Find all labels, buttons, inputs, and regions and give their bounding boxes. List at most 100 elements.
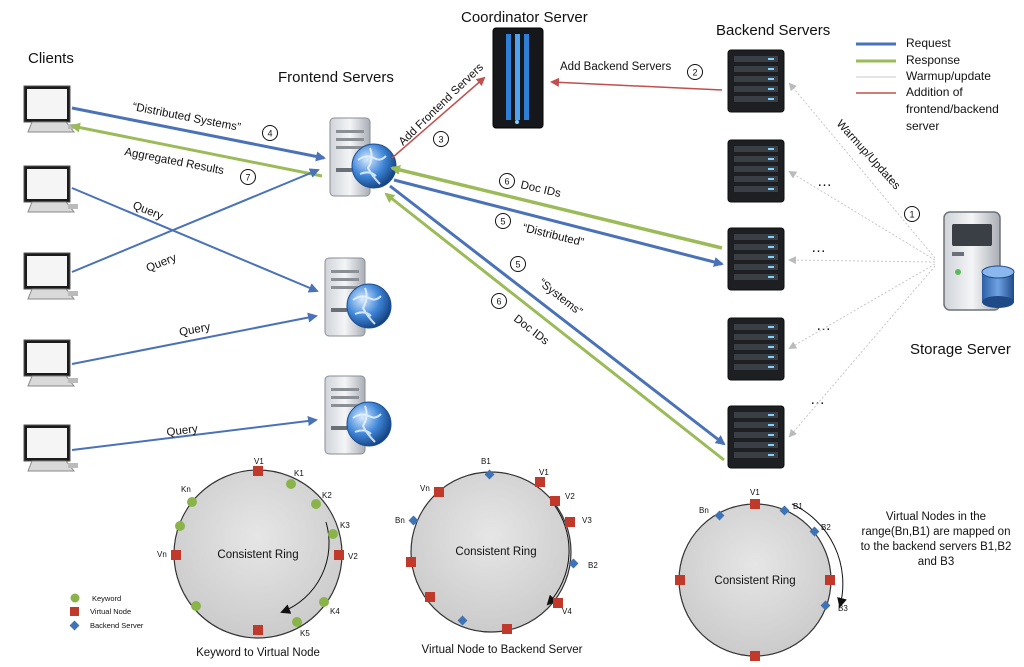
frontend-server-icon [329,117,397,197]
more-backends-dots: … [817,173,832,190]
doc-ids-label: Doc IDs [519,179,562,200]
ring-node-label: V1 [254,457,264,466]
backend-marker [408,515,419,526]
warmup-arrow [788,170,936,261]
client-computer-icon [23,252,79,300]
step-badge: 4 [262,125,278,141]
ring-label: Consistent Ring [714,575,795,587]
legend-request-label: Request [906,36,951,50]
ring-node-label: V4 [562,607,572,616]
keyword-key-icon [70,593,80,603]
request-arrow [393,178,724,267]
ring-node-label: V1 [539,468,549,477]
backend-server-icon [727,405,785,469]
warmup-arrow [788,265,936,438]
request-arrow [71,187,319,293]
ring-node-label: K1 [294,469,304,478]
distributed-systems-label: “Distributed Systems” [131,101,241,134]
ring-caption: Virtual Node to Backend Server [422,644,583,656]
frontend-server-icon [324,257,392,337]
legend-addition-label: server [906,119,939,133]
keyword-marker [191,601,201,611]
note-line: to the backend servers B1,B2 [861,541,1012,553]
step-number: 4 [267,129,272,139]
note-line: Virtual Nodes in the [886,511,986,523]
ring-node-label: Vn [420,484,430,493]
ring-node-label: K4 [330,607,340,616]
step-number: 6 [496,297,501,307]
step-number: 2 [692,68,697,78]
client-computer-icon [23,85,79,133]
request-arrow [389,184,726,446]
keyword-marker [175,521,185,531]
virtual-node-marker [535,477,545,487]
virtual-node-marker [750,499,760,509]
ring-node-label: V2 [348,552,358,561]
add-backend-label: Add Backend Servers [560,61,671,73]
request-arrow [71,106,326,162]
add-frontend-arrow [391,76,486,159]
ring-node-label: Kn [181,485,191,494]
keyword-marker [311,499,321,509]
client-computer-icon [23,339,79,387]
legend-response-label: Response [906,53,960,67]
warmup-updates-label: Warmup/Updates [834,118,903,192]
step-badge: 3 [433,131,449,147]
step-number: 6 [504,177,509,187]
more-backends-dots: … [811,239,826,256]
ring-node-label: K2 [322,491,332,500]
ring-node-label: B3 [838,604,848,613]
legend-addition-label: Addition of [906,85,963,99]
frontend-title: Frontend Servers [278,69,394,86]
query-label: Query [166,423,199,439]
legend: Request Response Warmup/update Addition … [856,36,999,133]
ring-node-label: B2 [588,561,598,570]
add-backend-arrow [550,77,723,91]
virtual-node-marker [825,575,835,585]
backend-marker [457,615,468,626]
virtual-node-marker [425,592,435,602]
ring-node-label: V3 [582,516,592,525]
coordinator-title: Coordinator Server [461,9,588,26]
ring-node-label: Bn [395,516,405,525]
response-arrow [70,122,323,178]
warmup-arrow [788,263,936,350]
backend-marker [484,469,495,480]
response-arrow [384,192,725,462]
note-line: and B3 [918,556,954,568]
step-badge: 5 [510,256,526,272]
virtual-node-marker [334,550,344,560]
client-computer-icon [23,165,79,213]
ring-backend-mapping: Consistent Ring V1 B1 B2 B3 Bn [675,488,848,661]
virtual-node-marker [750,651,760,661]
aggregated-results-label: Aggregated Results [123,146,225,177]
virtual-node-marker [565,517,575,527]
ring-node-label: V1 [750,488,760,497]
key-virtual-node-label: Virtual Node [90,607,131,616]
step-badge: 2 [687,64,703,80]
request-arrow [71,168,320,273]
step-number: 3 [438,135,443,145]
step-badge: 5 [495,213,511,229]
ring-node-label: K3 [340,521,350,530]
step-badge: 1 [904,206,920,222]
ring-label: Consistent Ring [455,546,536,558]
virtual-node-marker [171,550,181,560]
request-arrow [71,312,318,365]
virtual-node-marker [553,598,563,608]
virtual-node-marker [502,624,512,634]
backend-title: Backend Servers [716,22,830,39]
ring-node-label: B1 [481,457,491,466]
warmup-arrow [788,82,936,259]
ring-keyword-to-virtual-node: Consistent Ring V1 K1 K2 K3 V2 K4 K5 Vn … [157,457,358,639]
warmup-arrow [788,256,936,265]
virtual-node-marker [253,625,263,635]
clients-title: Clients [28,50,74,67]
backend-server-icon [727,227,785,291]
step-number: 1 [909,210,914,220]
backend-key-icon [69,620,80,631]
backend-server-icon [727,317,785,381]
systems-label: “Systems” [536,277,584,318]
warmup-arrows [788,82,936,438]
ring-node-label: B1 [793,502,803,511]
